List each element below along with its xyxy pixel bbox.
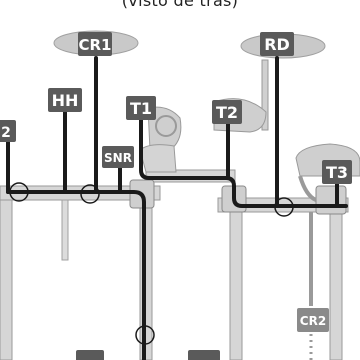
rack-frame — [0, 169, 349, 360]
cable-clip-1 — [9, 182, 29, 202]
cr1-label: CR1 — [79, 36, 112, 54]
cable-lines — [6, 56, 348, 360]
cable-t1 — [139, 116, 348, 208]
t1-label-box — [126, 96, 156, 120]
t2-label-box — [212, 100, 242, 124]
t2-label: T2 — [216, 103, 238, 122]
t3-mount — [298, 175, 317, 202]
hh-label-box — [48, 88, 82, 112]
cable-trunk-left — [6, 190, 146, 360]
rd-label: RD — [264, 35, 290, 54]
snr-pad — [139, 144, 177, 173]
labels: CR1 RD HH T1 T2 SNR T3 2 CR2 — [0, 32, 352, 360]
t3-label: T3 — [326, 163, 348, 182]
cable-clip-2 — [80, 184, 100, 204]
rack-left-tube — [0, 195, 13, 360]
hh-label: HH — [52, 91, 79, 110]
rack-right-tube — [229, 199, 243, 360]
cr1-label-box — [78, 32, 112, 56]
t1-pad-knob — [155, 115, 177, 137]
cable-clips — [9, 182, 294, 345]
rd-stand-arm — [261, 59, 269, 131]
cable-clip-3 — [135, 325, 155, 345]
snr-label-box — [102, 146, 134, 168]
cr2-partial-label-box — [0, 120, 16, 142]
rack-clamp-far-right — [315, 185, 347, 215]
diagram-caption: (visto de trás) — [121, 0, 239, 10]
rd-label-box — [260, 32, 294, 56]
cr2-label-box — [297, 308, 329, 332]
cr2-label: CR2 — [300, 314, 326, 328]
rack-far-right-tube — [329, 199, 343, 360]
t3-label-box — [322, 160, 352, 184]
cable-clip-4 — [274, 197, 294, 217]
t1-label: T1 — [130, 99, 152, 118]
cr2-partial-label: 2 — [1, 125, 11, 141]
bottom-center-box — [188, 350, 220, 360]
bottom-left-box — [76, 350, 104, 360]
snr-label: SNR — [104, 151, 132, 165]
rack-small-post — [61, 199, 69, 261]
